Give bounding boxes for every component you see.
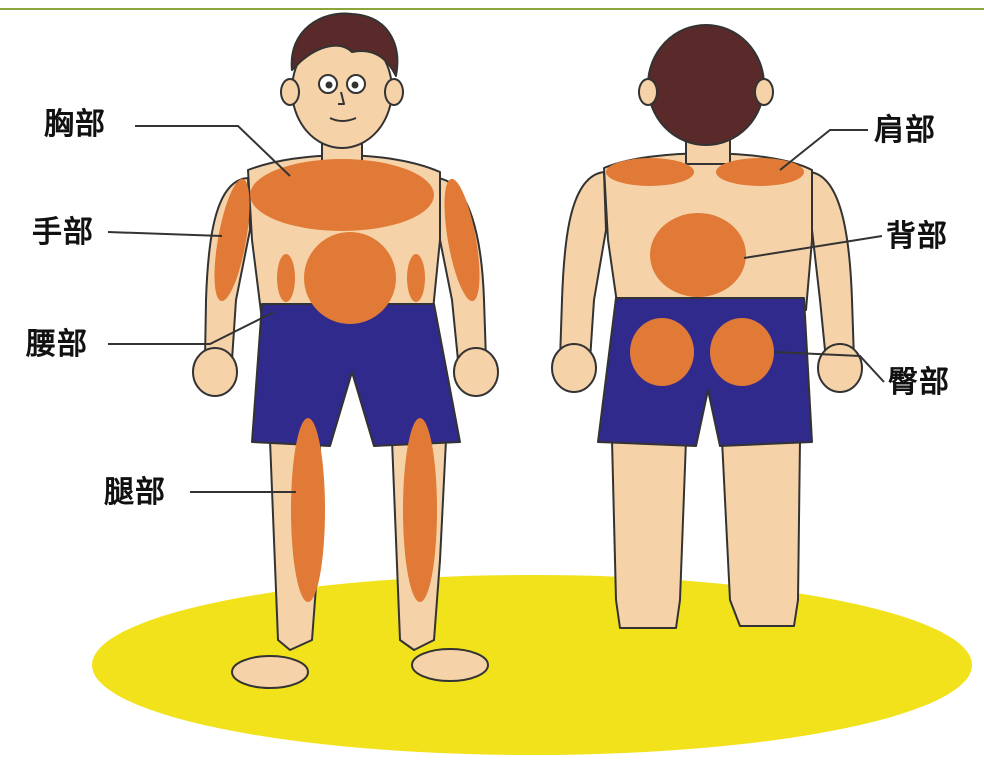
left-buttock-patch bbox=[630, 318, 694, 386]
back-right-hand bbox=[818, 344, 862, 392]
chest-patch bbox=[250, 159, 434, 231]
right-thigh-patch bbox=[403, 418, 437, 602]
back-left-ear bbox=[639, 79, 657, 105]
abdomen-patch bbox=[304, 232, 396, 324]
left-flank-patch bbox=[277, 254, 295, 302]
front-right-ear bbox=[385, 79, 403, 105]
front-left-foot bbox=[232, 656, 308, 688]
right-buttock-patch bbox=[710, 318, 774, 386]
back-figure bbox=[552, 25, 862, 628]
back-shorts bbox=[598, 298, 812, 446]
label-back: 背部 bbox=[886, 222, 948, 252]
waist-leader bbox=[108, 312, 274, 344]
back-left-leg bbox=[612, 440, 686, 628]
label-shoulder: 肩部 bbox=[874, 116, 936, 146]
label-hand: 手部 bbox=[32, 218, 94, 248]
back-left-hand bbox=[552, 344, 596, 392]
label-buttocks: 臀部 bbox=[888, 368, 950, 398]
back-right-arm bbox=[810, 172, 854, 360]
left-shoulder-patch bbox=[606, 158, 694, 186]
label-chest: 胸部 bbox=[44, 110, 106, 140]
right-flank-patch bbox=[407, 254, 425, 302]
back-center-patch bbox=[650, 213, 746, 297]
front-left-hand bbox=[193, 348, 237, 396]
front-shorts bbox=[252, 304, 460, 446]
front-right-hand bbox=[454, 348, 498, 396]
ground-ellipse bbox=[92, 575, 972, 755]
hand-leader bbox=[108, 232, 222, 236]
label-waist: 腰部 bbox=[26, 330, 88, 360]
front-right-foot bbox=[412, 649, 488, 681]
back-left-arm bbox=[560, 172, 606, 360]
back-right-ear bbox=[755, 79, 773, 105]
back-right-leg bbox=[722, 440, 800, 626]
label-leg: 腿部 bbox=[104, 478, 166, 508]
back-head bbox=[648, 25, 764, 145]
front-left-ear bbox=[281, 79, 299, 105]
left-thigh-patch bbox=[291, 418, 325, 602]
